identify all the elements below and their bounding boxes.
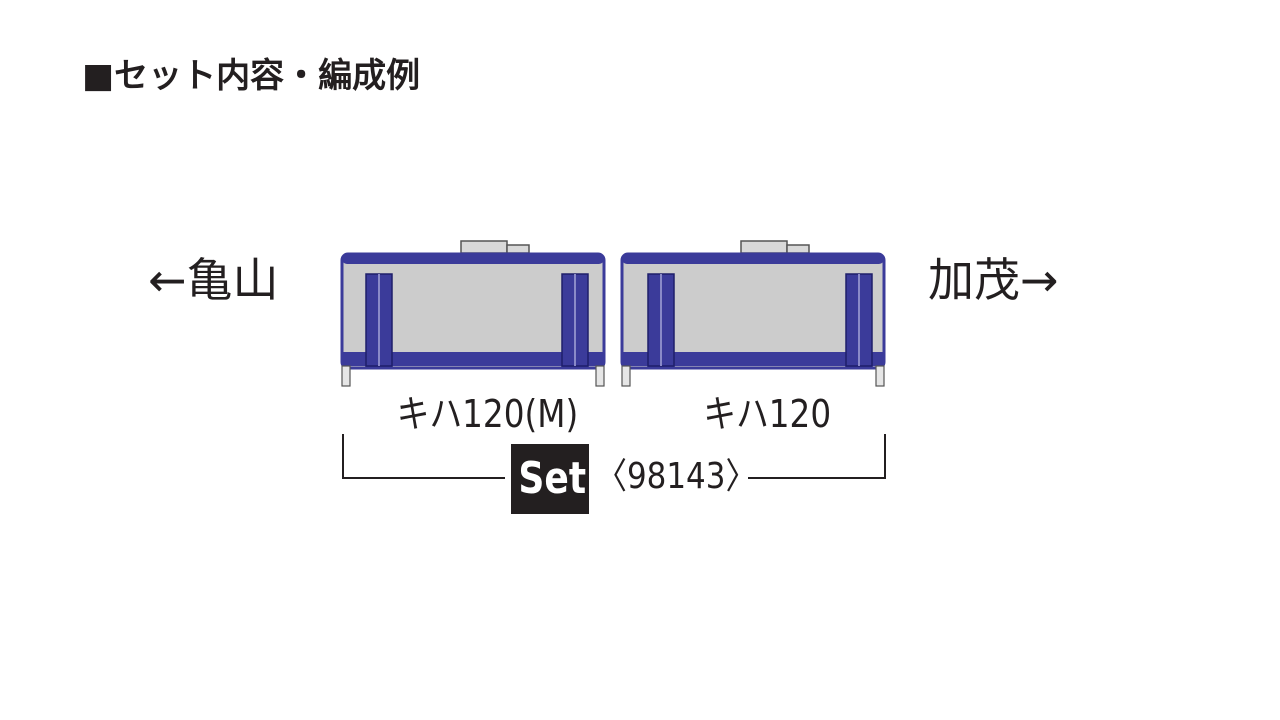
car-2-roof-equipment bbox=[740, 240, 788, 254]
direction-right-label: 加茂→ bbox=[928, 253, 1059, 307]
car-1-label: キハ120(M) bbox=[396, 392, 579, 436]
direction-left-label: ←亀山 bbox=[148, 253, 279, 307]
car-2-bottom-stripe bbox=[622, 352, 884, 366]
car-1-coupler-right bbox=[595, 365, 605, 387]
car-2-roof-stripe bbox=[622, 254, 884, 264]
car-2-illustration bbox=[620, 240, 886, 387]
set-bracket-right bbox=[748, 434, 886, 479]
set-bracket-left bbox=[342, 434, 505, 479]
car-1-roof-vent bbox=[506, 244, 530, 254]
car-1-roof-equipment bbox=[460, 240, 508, 254]
car-1-illustration bbox=[340, 240, 606, 387]
car-1-bottom-stripe bbox=[342, 352, 604, 366]
car-1-coupler-left bbox=[341, 365, 351, 387]
set-badge-text: Set bbox=[518, 453, 587, 504]
page-title: ■セット内容・編成例 bbox=[82, 56, 421, 96]
car-2-label: キハ120 bbox=[703, 392, 832, 436]
car-2-roof-vent bbox=[786, 244, 810, 254]
set-code: 〈98143〉 bbox=[596, 456, 757, 497]
car-1-roof-stripe bbox=[342, 254, 604, 264]
car-2-coupler-left bbox=[621, 365, 631, 387]
set-badge: Set bbox=[511, 444, 589, 514]
car-2-coupler-right bbox=[875, 365, 885, 387]
